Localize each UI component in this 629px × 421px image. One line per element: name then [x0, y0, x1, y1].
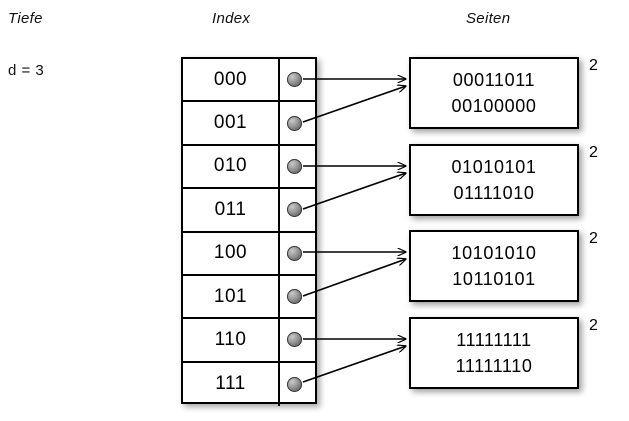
- page-record: 11111110: [455, 356, 533, 376]
- pointer-dot-icon: [287, 72, 302, 88]
- column-header-tiefe: Tiefe: [8, 10, 43, 27]
- index-key: 110: [183, 319, 280, 361]
- index-pointer-cell[interactable]: [280, 233, 315, 274]
- index-row[interactable]: 011: [183, 189, 315, 233]
- column-header-seiten: Seiten: [466, 10, 511, 27]
- page-box[interactable]: 11111111 11111110: [409, 317, 579, 389]
- index-pointer-cell[interactable]: [280, 146, 315, 187]
- index-row[interactable]: 000: [183, 59, 315, 103]
- pointer-dot-icon: [287, 332, 302, 348]
- page-record: 10101010: [451, 242, 537, 263]
- page-record: 01111010: [453, 183, 535, 203]
- index-pointer-cell[interactable]: [280, 59, 315, 100]
- column-header-index: Index: [212, 10, 251, 27]
- index-row[interactable]: 101: [183, 275, 315, 320]
- index-key: 010: [183, 145, 280, 188]
- page-record: 10110101: [452, 269, 536, 289]
- arrow-101: [302, 259, 406, 297]
- index-row[interactable]: 100: [183, 232, 315, 276]
- pointer-dot-icon: [287, 245, 302, 261]
- page-record: 11111111: [456, 329, 532, 350]
- index-pointer-cell[interactable]: [280, 276, 315, 317]
- index-key: 111: [183, 362, 280, 406]
- page-local-depth: 2: [589, 317, 598, 334]
- pointer-dot-icon: [287, 289, 302, 305]
- index-key: 001: [183, 102, 280, 144]
- index-row[interactable]: 010: [183, 145, 315, 190]
- index-pointer-cell[interactable]: [280, 363, 315, 406]
- index-pointer-cell[interactable]: [280, 319, 315, 360]
- index-pointer-cell[interactable]: [280, 102, 315, 143]
- index-row[interactable]: 111: [183, 362, 315, 406]
- pointer-dot-icon: [287, 376, 302, 392]
- pointer-dot-icon: [287, 158, 302, 174]
- index-pointer-cell[interactable]: [280, 189, 315, 230]
- index-key: 011: [183, 189, 280, 231]
- arrow-111: [302, 346, 406, 383]
- index-key: 100: [183, 232, 280, 274]
- index-row[interactable]: 001: [183, 102, 315, 146]
- pointer-dot-icon: [287, 115, 302, 131]
- page-box[interactable]: 00011011 00100000: [409, 57, 579, 129]
- page-record: 00100000: [451, 96, 537, 116]
- index-key: 101: [183, 275, 280, 318]
- index-key: 000: [183, 59, 280, 101]
- depth-value-label: d = 3: [8, 62, 45, 79]
- arrow-001: [302, 86, 406, 123]
- arrow-011: [302, 173, 406, 210]
- index-row[interactable]: 110: [183, 319, 315, 363]
- page-local-depth: 2: [589, 57, 598, 74]
- pointer-dot-icon: [287, 202, 302, 218]
- page-box[interactable]: 01010101 01111010: [409, 144, 579, 216]
- page-record: 00011011: [452, 69, 536, 90]
- page-local-depth: 2: [589, 230, 598, 247]
- page-box[interactable]: 10101010 10110101: [409, 230, 579, 302]
- page-record: 01010101: [451, 156, 537, 177]
- page-local-depth: 2: [589, 144, 598, 161]
- index-directory-table: 000 001 010 011 100 101 110: [181, 57, 317, 406]
